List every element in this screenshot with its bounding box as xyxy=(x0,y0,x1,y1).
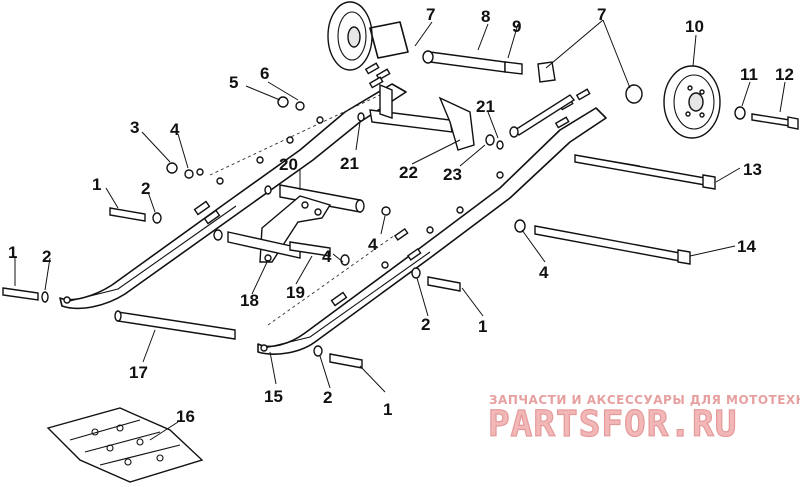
callout-14: 14 xyxy=(737,237,756,256)
callout-1: 1 xyxy=(383,400,392,419)
leader-lines xyxy=(14,19,786,441)
bolt-14 xyxy=(514,219,691,265)
hardware xyxy=(2,96,504,369)
callout-4: 4 xyxy=(322,247,332,266)
callout-4: 4 xyxy=(170,120,180,139)
callout-23: 23 xyxy=(443,165,462,184)
rear-wheel-left xyxy=(327,1,409,71)
left-rail xyxy=(59,62,407,310)
watermark: ЗАПЧАСТИ И АКСЕССУАРЫ ДЛЯ МОТОТЕХНИКИ PA… xyxy=(487,393,800,446)
callout-1: 1 xyxy=(478,317,487,336)
bolt-12 xyxy=(751,113,799,130)
watermark-subtitle: ЗАПЧАСТИ И АКСЕССУАРЫ ДЛЯ МОТОТЕХНИКИ xyxy=(489,393,800,407)
skid-16 xyxy=(46,407,204,483)
callout-15: 15 xyxy=(264,387,283,406)
callout-21: 21 xyxy=(340,154,359,173)
callout-18: 18 xyxy=(240,291,259,310)
cross-shaft-22 xyxy=(369,83,495,151)
callout-6: 6 xyxy=(260,64,269,83)
callout-10: 10 xyxy=(685,17,704,36)
bolt-13 xyxy=(574,154,716,190)
callout-13: 13 xyxy=(743,160,762,179)
callout-21: 21 xyxy=(476,97,495,116)
axle-20 xyxy=(279,184,365,213)
washer-11 xyxy=(734,106,746,120)
callout-4: 4 xyxy=(368,235,378,254)
callout-2: 2 xyxy=(323,388,332,407)
shaft-17 xyxy=(114,310,236,340)
callout-20: 20 xyxy=(279,155,298,174)
callout-8: 8 xyxy=(481,7,490,26)
callout-19: 19 xyxy=(286,283,305,302)
callout-labels: 7 8 9 7 10 11 12 5 6 21 3 4 21 22 23 20 … xyxy=(8,5,794,426)
callout-12: 12 xyxy=(775,65,794,84)
callout-4: 4 xyxy=(539,263,549,282)
bogie-arm xyxy=(213,195,350,266)
callout-17: 17 xyxy=(129,363,148,382)
rear-axle xyxy=(422,50,523,75)
wheel-10 xyxy=(663,65,721,139)
callout-1: 1 xyxy=(8,243,17,262)
callout-11: 11 xyxy=(740,65,758,84)
spacer-right xyxy=(537,61,643,104)
callout-5: 5 xyxy=(229,73,238,92)
long-bolt xyxy=(509,94,576,138)
callout-7: 7 xyxy=(597,5,606,24)
callout-16: 16 xyxy=(176,407,195,426)
callout-2: 2 xyxy=(421,315,430,334)
callout-1: 1 xyxy=(92,175,101,194)
watermark-brand: PARTSFOR.RU xyxy=(488,404,737,445)
callout-7: 7 xyxy=(426,5,435,24)
callout-3: 3 xyxy=(130,118,139,137)
callout-2: 2 xyxy=(141,179,150,198)
callout-9: 9 xyxy=(512,17,521,36)
callout-2: 2 xyxy=(42,247,51,266)
callout-22: 22 xyxy=(399,163,418,182)
